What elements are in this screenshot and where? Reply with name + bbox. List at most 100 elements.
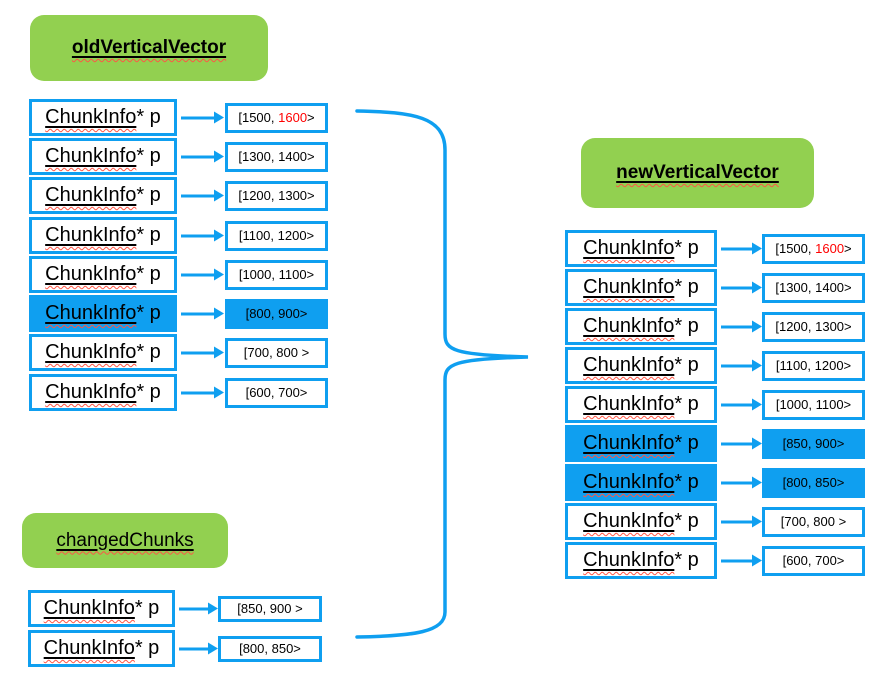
range-text: [1000, 1100> xyxy=(238,267,315,282)
arrow-icon xyxy=(179,647,208,650)
changed-chunks-title: changedChunks xyxy=(22,513,228,568)
changed-chunks-row: ChunkInfo* p [850, 900 > xyxy=(28,590,340,627)
changed-chunks-row: ChunkInfo* p [800, 850> xyxy=(28,630,340,667)
pointer-label: ChunkInfo xyxy=(43,597,135,619)
pointer-cell: ChunkInfo* p xyxy=(29,217,177,254)
pointer-label-rest: * p xyxy=(674,471,699,493)
range-text: [800, 850> xyxy=(239,641,301,656)
pointer-label: ChunkInfo xyxy=(43,637,135,659)
new-vector-row: ChunkInfo* p [1000, 1100> xyxy=(565,386,877,423)
range-box: [1500, 1600> xyxy=(762,233,865,264)
arrow-icon xyxy=(181,273,214,276)
old-vector-row: ChunkInfo* p [700, 800 > xyxy=(29,334,341,371)
pointer-cell: ChunkInfo* p xyxy=(565,269,717,306)
new-vector-title: newVerticalVector xyxy=(581,138,814,208)
pointer-cell: ChunkInfo* p xyxy=(565,308,717,345)
range-text-red: 1600 xyxy=(815,241,845,256)
range-box: [1300, 1400> xyxy=(762,272,865,303)
new-vector-row: ChunkInfo* p [1300, 1400> xyxy=(565,269,877,306)
pointer-label-rest: * p xyxy=(674,393,699,415)
pointer-label: ChunkInfo xyxy=(45,224,137,246)
arrow-icon xyxy=(181,234,214,237)
old-vector-row: ChunkInfo* p [1200, 1300> xyxy=(29,177,341,214)
old-vector-row: ChunkInfo* p [1000, 1100> xyxy=(29,256,341,293)
new-vector-row-highlighted: ChunkInfo* p [850, 900> xyxy=(565,425,877,462)
range-text-red: 1600 xyxy=(278,110,308,125)
range-box: [700, 800 > xyxy=(225,337,328,368)
pointer-cell: ChunkInfo* p xyxy=(565,542,717,579)
arrow-icon xyxy=(181,116,214,119)
range-box: [1200, 1300> xyxy=(762,311,865,342)
pointer-label: ChunkInfo xyxy=(45,106,137,128)
arrow-icon xyxy=(721,481,752,484)
range-text: [1200, 1300> xyxy=(238,188,315,203)
arrow-icon xyxy=(721,403,752,406)
pointer-label-rest: * p xyxy=(136,145,161,167)
pointer-label: ChunkInfo xyxy=(583,393,675,415)
pointer-label-rest: * p xyxy=(136,302,161,324)
old-vector-title-text: oldVerticalVector xyxy=(71,37,227,58)
range-box: [1500, 1600> xyxy=(225,102,328,133)
pointer-label-rest: * p xyxy=(136,263,161,285)
range-text: [1300, 1400> xyxy=(238,149,315,164)
range-text: [1000, 1100> xyxy=(775,397,852,412)
range-text: [700, 800 > xyxy=(243,345,310,360)
new-vector-row: ChunkInfo* p [700, 800 > xyxy=(565,503,877,540)
pointer-label: ChunkInfo xyxy=(45,184,137,206)
arrow-icon xyxy=(181,194,214,197)
pointer-cell: ChunkInfo* p xyxy=(29,256,177,293)
pointer-label-rest: * p xyxy=(674,510,699,532)
pointer-cell: ChunkInfo* p xyxy=(565,386,717,423)
arrow-icon xyxy=(181,312,214,315)
arrow-icon xyxy=(721,442,752,445)
range-text: [1500, xyxy=(238,110,279,125)
arrow-icon xyxy=(179,607,208,610)
range-box: [700, 800 > xyxy=(762,506,865,537)
range-text: [1100, 1200> xyxy=(238,228,315,243)
pointer-cell: ChunkInfo* p xyxy=(565,425,717,462)
pointer-label-rest: * p xyxy=(674,276,699,298)
range-text: [700, 800 > xyxy=(780,514,847,529)
pointer-cell: ChunkInfo* p xyxy=(29,295,177,332)
arrow-icon xyxy=(181,391,214,394)
pointer-label-rest: * p xyxy=(136,106,161,128)
old-vector-row: ChunkInfo* p [1500, 1600> xyxy=(29,99,341,136)
new-vector-title-text: newVerticalVector xyxy=(616,162,779,183)
pointer-label: ChunkInfo xyxy=(583,432,675,454)
pointer-label-rest: * p xyxy=(136,381,161,403)
range-text-post: > xyxy=(844,241,852,256)
changed-chunks-title-text: changedChunks xyxy=(56,529,194,551)
pointer-label-rest: * p xyxy=(674,315,699,337)
pointer-label: ChunkInfo xyxy=(45,381,137,403)
pointer-cell: ChunkInfo* p xyxy=(28,590,175,627)
range-text: [850, 900 > xyxy=(237,601,303,616)
old-vector-row-highlighted: ChunkInfo* p [800, 900> xyxy=(29,295,341,332)
pointer-label-rest: * p xyxy=(134,597,160,619)
old-vector-row: ChunkInfo* p [1300, 1400> xyxy=(29,138,341,175)
pointer-label-rest: * p xyxy=(674,237,699,259)
new-vector-row: ChunkInfo* p [1500, 1600> xyxy=(565,230,877,267)
pointer-label: ChunkInfo xyxy=(583,276,675,298)
pointer-cell: ChunkInfo* p xyxy=(29,99,177,136)
pointer-label-rest: * p xyxy=(136,224,161,246)
range-box: [1100, 1200> xyxy=(762,350,865,381)
old-vector-row: ChunkInfo* p [1100, 1200> xyxy=(29,217,341,254)
range-text: [600, 700> xyxy=(245,385,308,400)
pointer-cell: ChunkInfo* p xyxy=(565,503,717,540)
pointer-label-rest: * p xyxy=(136,341,161,363)
pointer-cell: ChunkInfo* p xyxy=(29,334,177,371)
arrow-icon xyxy=(181,155,214,158)
pointer-label-rest: * p xyxy=(674,432,699,454)
arrow-icon xyxy=(721,520,752,523)
pointer-label-rest: * p xyxy=(674,549,699,571)
range-box: [1200, 1300> xyxy=(225,180,328,211)
new-vector-row: ChunkInfo* p [1200, 1300> xyxy=(565,308,877,345)
pointer-cell: ChunkInfo* p xyxy=(565,347,717,384)
range-box: [1000, 1100> xyxy=(762,389,865,420)
range-text: [800, 850> xyxy=(782,475,845,490)
range-box: [800, 850> xyxy=(762,467,865,498)
range-box: [800, 850> xyxy=(218,635,322,662)
pointer-cell: ChunkInfo* p xyxy=(28,630,175,667)
range-text: [1100, 1200> xyxy=(775,358,852,373)
